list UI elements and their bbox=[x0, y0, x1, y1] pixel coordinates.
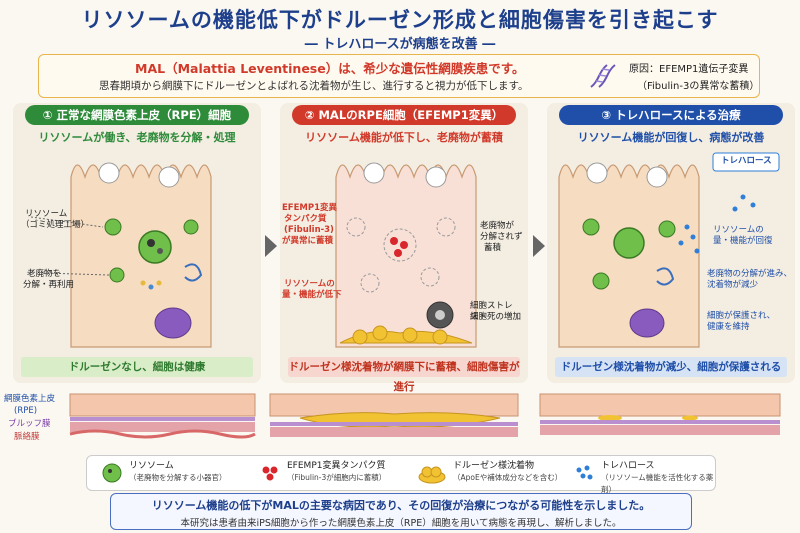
tissue-layers-illustration bbox=[69, 393, 781, 439]
panel-mal-label-stress-1: 細胞ストレス・ bbox=[470, 301, 513, 322]
panel-treatment-label-lyso-1: リソソームの bbox=[713, 225, 764, 235]
drusen-icon bbox=[418, 466, 446, 484]
panel-normal: ① 正常な網膜色素上皮（RPE）細胞 リソソームが働き、老廃物を分解・処理 リソ… bbox=[13, 103, 261, 383]
conclusion-sub: 本研究は患者由来iPS細胞から作った網膜色素上皮（RPE）細胞を用いて病態を再現… bbox=[180, 518, 622, 529]
panel-treatment-label-lyso-2: 量・機能が回復 bbox=[713, 236, 773, 246]
lysosome-icon bbox=[102, 463, 122, 483]
normal-cell-illustration bbox=[30, 162, 212, 348]
side-label-rpe-2: (RPE) bbox=[14, 406, 38, 416]
panel-treatment-label-trehalose: トレハロース bbox=[721, 156, 772, 166]
panel-treatment-label-waste-1: 老廃物の分解が進み、 bbox=[707, 269, 793, 279]
conclusion-main: リソソーム機能の低下がMALの主要な病因であり、その回復が治療につながる可能性を… bbox=[151, 499, 651, 512]
cause-line-1: 原因：EFEMP1遺伝子変異 bbox=[629, 64, 749, 75]
arrow-right-icon bbox=[265, 235, 277, 257]
panel-treatment-header: ③ トレハロースによる治療 bbox=[559, 105, 783, 125]
legend-item-mutant: EFEMP1変異タンパク質（Fibulin-3が細胞内に蓄積） bbox=[287, 461, 387, 482]
legend: リソソーム（老廃物を分解する小器官） EFEMP1変異タンパク質（Fibulin… bbox=[86, 455, 716, 494]
intro-main-text: MAL（Malattia Leventinese）は、希少な遺伝性網膜疾患です。 bbox=[135, 61, 525, 76]
mutant-protein-icon bbox=[262, 466, 278, 481]
panel-mal-label-mutant-4: が異常に蓄積 bbox=[282, 236, 334, 246]
panel-normal-label-lysosome: リソソーム bbox=[25, 209, 68, 219]
intro-box: MAL（Malattia Leventinese）は、希少な遺伝性網膜疾患です。… bbox=[38, 54, 760, 98]
panel-mal-footer: ドルーゼン様沈着物が網膜下に蓄積、細胞傷害が進行 bbox=[288, 357, 520, 393]
page-subtitle: ― トレハロースが病態を改善 ― bbox=[304, 37, 496, 52]
intro-sub-text: 思春期頃から網膜下にドルーゼンとよばれる沈着物が生じ、進行すると視力が低下します… bbox=[99, 80, 529, 92]
panel-mal-header: ② MALのRPE細胞（EFEMP1変異） bbox=[292, 105, 516, 125]
panel-mal-label-lyso-1: リソソームの bbox=[284, 279, 335, 289]
arrow-right-icon-2 bbox=[533, 235, 545, 257]
panel-mal-label-lyso-2: 量・機能が低下 bbox=[282, 290, 342, 300]
legend-item-lysosome: リソソーム（老廃物を分解する小器官） bbox=[129, 461, 227, 482]
panel-normal-header: ① 正常な網膜色素上皮（RPE）細胞 bbox=[25, 105, 249, 125]
dna-icon bbox=[590, 64, 616, 88]
page-title: リソソームの機能低下がドルーゼン形成と細胞傷害を引き起こす bbox=[81, 8, 719, 32]
side-label-bruch: ブルッフ膜 bbox=[8, 419, 51, 429]
cause-line-2: （Fibulin-3の異常な蓄積） bbox=[637, 81, 760, 92]
panel-mal-label-mutant-2: タンパク質 bbox=[284, 214, 327, 224]
side-label-choroid: 脈絡膜 bbox=[14, 432, 40, 442]
panel-mal-label-waste-3: 蓄積 bbox=[484, 243, 502, 253]
panel-normal-label-waste: 老廃物を bbox=[27, 269, 62, 279]
mal-cell-illustration bbox=[335, 162, 477, 348]
panel-treatment: ③ トレハロースによる治療 リソソーム機能が回復し、病態が改善 トレハロース リ… bbox=[547, 103, 795, 383]
legend-item-drusen: ドルーゼン様沈着物（ApoEや補体成分などを含む） bbox=[453, 461, 563, 482]
panel-normal-label-recycle: 分解・再利用 bbox=[23, 280, 75, 290]
panel-treatment-label-protect-1: 細胞が保護され、 bbox=[707, 311, 776, 321]
panel-mal-label-mutant-1: EFEMP1変異 bbox=[282, 203, 338, 213]
panel-mal-label-mutant-3: (Fibulin-3) bbox=[284, 225, 334, 235]
panel-treatment-desc: リソソーム機能が回復し、病態が改善 bbox=[577, 131, 765, 144]
panel-mal-label-stress-2: 細胞死の増加 bbox=[470, 312, 522, 322]
trehalose-icon bbox=[576, 465, 593, 480]
treated-cell-illustration bbox=[558, 152, 780, 348]
panel-normal-desc: リソソームが働き、老廃物を分解・処理 bbox=[38, 131, 236, 144]
panel-mal: ② MALのRPE細胞（EFEMP1変異） リソソーム機能が低下し、老廃物が蓄積… bbox=[280, 103, 528, 393]
panel-treatment-label-waste-2: 沈着物が減少 bbox=[707, 280, 759, 290]
panel-mal-desc: リソソーム機能が低下し、老廃物が蓄積 bbox=[305, 131, 503, 144]
legend-item-trehalose: トレハロース（リソソーム機能を活性化する薬剤） bbox=[601, 461, 714, 494]
panel-normal-label-lysosome-sub: （ゴミ処理工場） bbox=[21, 220, 90, 230]
panel-mal-label-waste-1: 老廃物が bbox=[480, 221, 515, 231]
side-label-rpe-1: 網膜色素上皮 bbox=[4, 394, 56, 404]
panel-normal-footer: ドルーゼンなし、細胞は健康 bbox=[21, 357, 253, 377]
panel-treatment-label-protect-2: 健康を維持 bbox=[707, 322, 750, 332]
panel-treatment-footer: ドルーゼン様沈着物が減少、細胞が保護される bbox=[555, 357, 787, 377]
panel-mal-label-waste-2: 分解されず bbox=[480, 232, 523, 242]
conclusion-box: リソソーム機能の低下がMALの主要な病因であり、その回復が治療につながる可能性を… bbox=[110, 493, 692, 530]
